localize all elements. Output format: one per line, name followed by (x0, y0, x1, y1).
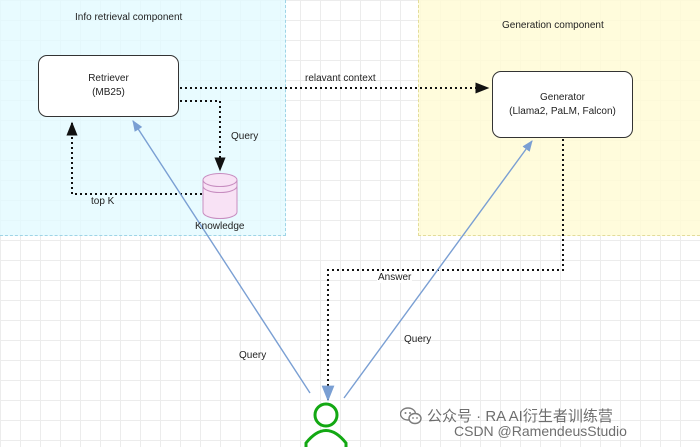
retriever-subtitle: (MB25) (92, 87, 125, 98)
info-retrieval-title: Info retrieval component (75, 12, 183, 23)
wechat-icon (400, 406, 422, 424)
user-actor-icon (304, 402, 348, 447)
query-knowledge-edge (180, 100, 226, 172)
watermark-csdn: CSDN @RamendeusStudio (454, 423, 627, 439)
knowledge-label: Knowledge (195, 221, 245, 232)
answer-label: Answer (377, 272, 413, 283)
context-edge-label: relavant context (305, 73, 376, 84)
knowledge-database-icon (202, 173, 238, 219)
query-generator-label: Query (404, 334, 432, 345)
generator-title: Generator (539, 91, 586, 103)
generation-title: Generation component (502, 20, 604, 31)
generator-subtitle: (Llama2, PaLM, Falcon) (509, 105, 616, 117)
watermark-wechat: 公众号 · RA AI衍生者训练营 (400, 405, 613, 426)
query-knowledge-label: Query (231, 131, 259, 142)
retriever-title: Retriever (88, 73, 129, 84)
query-generator-edge (343, 140, 533, 399)
topk-edge (66, 121, 202, 195)
answer-edge (321, 139, 564, 402)
retriever-node: Retriever (MB25) (38, 55, 179, 117)
generator-node: Generator (Llama2, PaLM, Falcon) (492, 71, 633, 138)
topk-label: top K (91, 196, 115, 207)
watermark-line-1: 公众号 · RA AI衍生者训练营 (427, 408, 613, 425)
info-retrieval-region: Info retrieval component (0, 0, 286, 236)
query-retriever-edge (132, 120, 311, 394)
query-retriever-label: Query (239, 350, 267, 361)
